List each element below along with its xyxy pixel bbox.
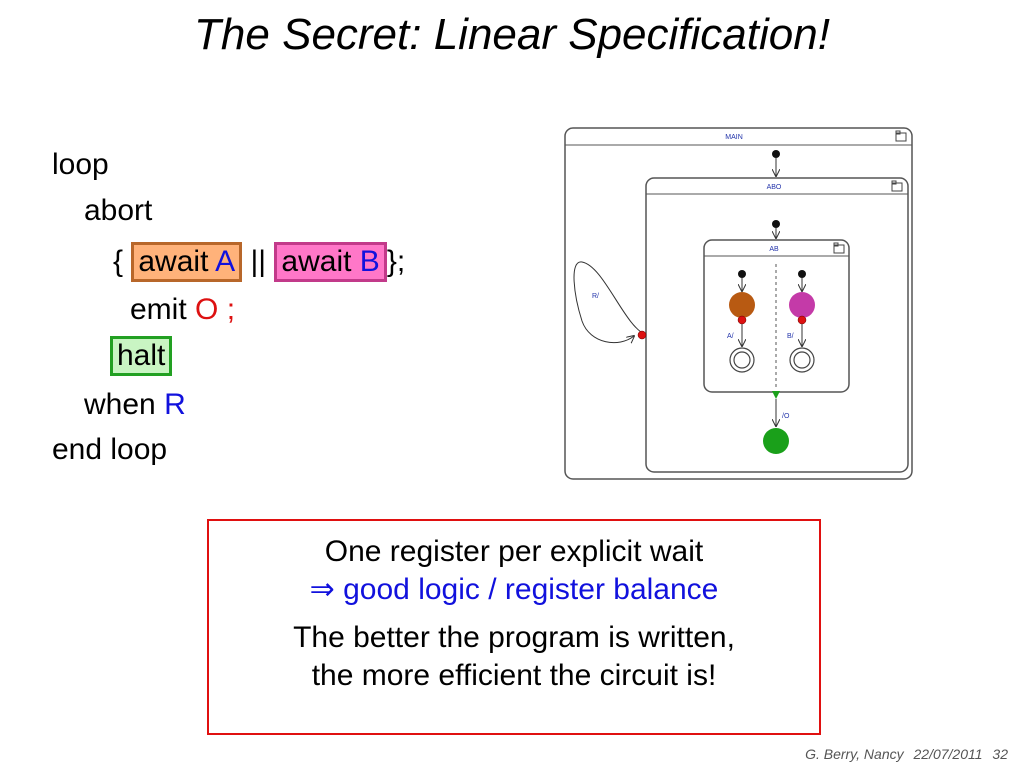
ab-frame bbox=[703, 239, 850, 393]
summary-line-4: the more efficient the circuit is! bbox=[311, 659, 717, 692]
summary-line-2-text: good logic / register balance bbox=[343, 573, 719, 606]
parallel-operator: || bbox=[250, 245, 267, 278]
summary-line-3: The better the program is written, bbox=[293, 621, 735, 654]
keyword-abort: abort bbox=[84, 194, 153, 227]
signal-a: A bbox=[215, 245, 236, 278]
code-line-when: when R bbox=[84, 387, 186, 423]
code-line-abort: abort bbox=[84, 193, 152, 229]
summary-box: One register per explicit wait ⇒ good lo… bbox=[207, 519, 821, 735]
await-b-box: await B bbox=[274, 242, 387, 282]
code-line-end-loop: end loop bbox=[52, 432, 167, 468]
signal-b: B bbox=[359, 245, 380, 278]
state-await-b bbox=[789, 292, 815, 318]
signal-o: O ; bbox=[195, 293, 236, 326]
keyword-halt: halt bbox=[117, 339, 166, 372]
main-folder-icon bbox=[895, 130, 907, 142]
abo-label: ABO bbox=[767, 184, 782, 191]
close-brace: }; bbox=[386, 245, 406, 278]
ab-folder-icon bbox=[833, 242, 845, 254]
await-a-box: await A bbox=[131, 242, 243, 282]
state-halt bbox=[763, 428, 789, 454]
signal-r: R bbox=[164, 388, 186, 421]
main-label: MAIN bbox=[725, 134, 743, 141]
transition-b: B/ bbox=[787, 333, 794, 340]
abo-folder-icon bbox=[891, 180, 903, 192]
transition-a: A/ bbox=[727, 333, 734, 340]
keyword-emit: emit bbox=[130, 293, 187, 326]
await-b-keyword: await bbox=[281, 245, 352, 278]
implies-symbol: ⇒ bbox=[309, 573, 335, 606]
termination-marker bbox=[772, 391, 780, 399]
keyword-end-loop: end loop bbox=[52, 433, 168, 466]
code-line-parallel: { await A || await B}; bbox=[113, 242, 405, 282]
halt-box: halt bbox=[110, 336, 173, 376]
summary-line-2: ⇒ good logic / register balance bbox=[209, 571, 819, 609]
footer-date: 22/07/2011 bbox=[913, 746, 983, 762]
abort-loop-transition bbox=[573, 261, 647, 343]
page-number: 32 bbox=[992, 746, 1008, 762]
footer-author: G. Berry, Nancy bbox=[805, 746, 904, 762]
code-line-emit: emit O ; bbox=[130, 292, 235, 328]
transition-r: R/ bbox=[592, 293, 599, 300]
ab-label: AB bbox=[769, 246, 779, 253]
code-line-loop: loop bbox=[52, 147, 109, 183]
slide-title: The Secret: Linear Specification! bbox=[194, 10, 830, 59]
await-a-keyword: await bbox=[138, 245, 209, 278]
slide-footer: G. Berry, Nancy 22/07/2011 32 bbox=[799, 746, 1008, 762]
keyword-when: when bbox=[84, 388, 156, 421]
keyword-loop: loop bbox=[52, 148, 109, 181]
summary-line-1: One register per explicit wait bbox=[324, 535, 704, 568]
state-await-a bbox=[729, 292, 755, 318]
transition-emit-o: /O bbox=[782, 413, 790, 420]
state-diagram: MAIN ABO AB A/ B/ /O R/ bbox=[564, 127, 913, 480]
open-brace: { bbox=[113, 245, 124, 278]
code-line-halt: halt bbox=[110, 336, 173, 376]
